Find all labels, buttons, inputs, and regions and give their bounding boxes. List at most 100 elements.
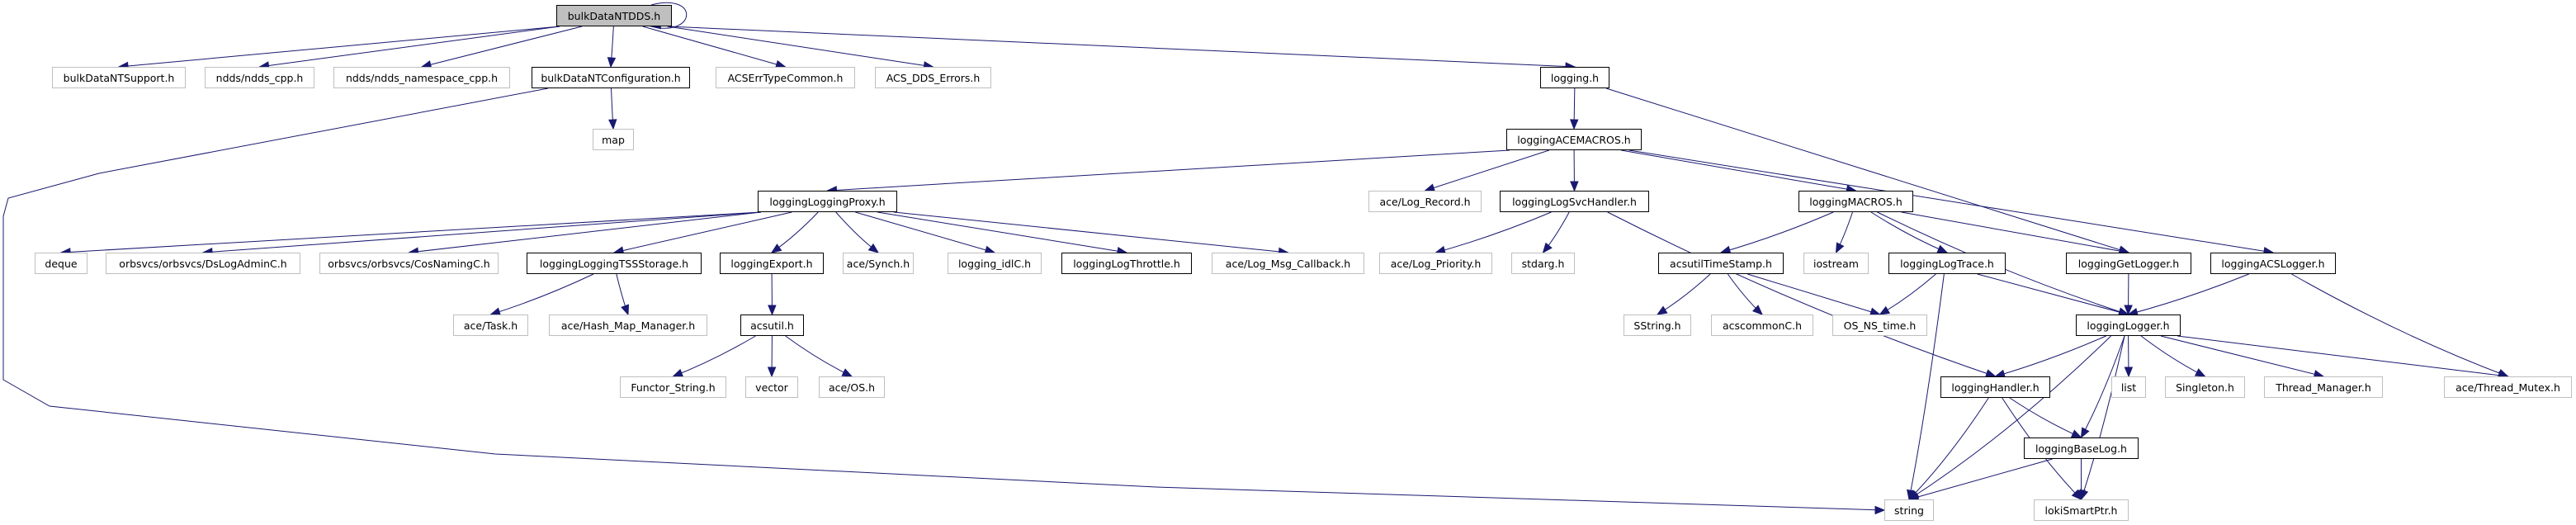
edge-timestamp-to-osnstime	[1747, 273, 1881, 316]
node-label: loggingLogThrottle.h	[1073, 257, 1180, 270]
edge-line	[1720, 211, 1834, 253]
edge-acsutil-to-vector	[767, 335, 777, 378]
node-label: Singleton.h	[2176, 381, 2234, 394]
node-bdntconf[interactable]: bulkDataNTConfiguration.h	[532, 67, 690, 88]
node-label: ACS_DDS_Errors.h	[886, 71, 981, 84]
node-osnstime: OS_NS_time.h	[1832, 315, 1927, 336]
edge-line	[118, 26, 560, 68]
node-acsutil[interactable]: acsutil.h	[740, 315, 804, 336]
edge-acsLogger-to-threadmutex	[2291, 273, 2509, 377]
edge-svcHandler-to-priority	[1435, 211, 1552, 254]
edge-line	[1607, 211, 1996, 377]
edge-root-to-nddscpp	[258, 26, 560, 70]
node-threadmutex: ace/Thread_Mutex.h	[2444, 376, 2572, 398]
edge-svcHandler-to-handler	[1607, 211, 1997, 378]
node-acsLogger[interactable]: loggingACSLogger.h	[2210, 253, 2336, 274]
node-tss[interactable]: loggingLoggingTSSStorage.h	[527, 253, 702, 274]
node-label: ace/OS.h	[828, 381, 876, 394]
node-label: ace/Synch.h	[846, 257, 910, 270]
node-export[interactable]: loggingExport.h	[720, 253, 824, 274]
node-label: logging_idlC.h	[957, 257, 1032, 270]
node-proxy[interactable]: loggingLoggingProxy.h	[758, 191, 897, 212]
edge-line	[1908, 335, 2111, 500]
node-macros[interactable]: loggingMACROS.h	[1798, 191, 1913, 212]
edge-aceMacros-to-svcHandler	[1570, 149, 1579, 192]
edge-aceMacros-to-acsLogger	[1628, 149, 2275, 256]
edge-line	[1620, 149, 1856, 192]
edge-root-to-acserr	[642, 26, 787, 69]
node-label: orbsvcs/orbsvcs/CosNamingC.h	[328, 257, 490, 270]
edge-line	[1977, 273, 2129, 315]
node-throttle[interactable]: loggingLogThrottle.h	[1061, 253, 1192, 274]
arrow-head-icon	[1835, 242, 1845, 254]
edges-layer	[2, 2, 2509, 515]
edge-line	[490, 273, 594, 315]
node-label: loggingBaseLog.h	[2035, 442, 2127, 455]
edge-line	[1879, 273, 1936, 315]
node-trace[interactable]: loggingLogTrace.h	[1888, 253, 2006, 274]
edge-line	[2291, 273, 2508, 377]
node-functor: Functor_String.h	[620, 376, 726, 398]
node-label: Thread_Manager.h	[2276, 381, 2371, 394]
edge-line	[2160, 335, 2324, 377]
node-label: ace/Log_Record.h	[1379, 195, 1471, 208]
node-label: ace/Thread_Mutex.h	[2455, 381, 2560, 394]
arrow-head-icon	[607, 57, 617, 69]
node-hashmap: ace/Hash_Map_Manager.h	[549, 315, 707, 336]
node-label: deque	[45, 257, 78, 270]
node-svcHandler[interactable]: loggingLogSvcHandler.h	[1500, 191, 1649, 212]
node-label: acsutil.h	[750, 319, 794, 332]
node-label: string	[1894, 504, 1924, 517]
edge-trace-to-osnstime	[1879, 273, 1936, 315]
edge-line	[613, 211, 792, 253]
node-logging[interactable]: logging.h	[1540, 67, 1609, 88]
edge-svcHandler-to-stdarg	[1542, 211, 1570, 254]
edge-proxy-to-synch	[835, 211, 880, 253]
edge-acsutil-to-aceos	[785, 335, 853, 377]
arrow-head-icon	[608, 119, 617, 130]
node-dslog: orbsvcs/orbsvcs/DsLogAdminC.h	[106, 253, 300, 274]
node-label: loggingACSLogger.h	[2221, 257, 2325, 270]
edge-line	[1908, 397, 1989, 500]
node-aceMacros[interactable]: loggingACEMACROS.h	[1506, 129, 1642, 150]
node-logRecord: ace/Log_Record.h	[1368, 191, 1482, 212]
node-label: ndds/ndds_namespace_cpp.h	[345, 71, 499, 84]
node-acserr: ACSErrTypeCommon.h	[716, 67, 855, 88]
node-handler[interactable]: loggingHandler.h	[1940, 376, 2050, 398]
edge-proxy-to-msgcb	[893, 211, 1289, 257]
node-timestamp[interactable]: acsutilTimeStamp.h	[1658, 253, 1784, 274]
node-list: list	[2111, 376, 2146, 398]
node-singleton: Singleton.h	[2165, 376, 2245, 398]
edge-line	[2128, 273, 2249, 315]
node-deque: deque	[35, 253, 87, 274]
edge-macros-to-iostream	[1835, 211, 1853, 254]
arrow-head-icon	[672, 368, 684, 377]
node-baselog[interactable]: loggingBaseLog.h	[2024, 438, 2139, 459]
edge-tss-to-task	[489, 273, 594, 316]
edge-line	[2140, 335, 2205, 377]
node-acsdds: ACS_DDS_Errors.h	[875, 67, 991, 88]
node-getLogger[interactable]: loggingGetLogger.h	[2066, 253, 2191, 274]
edge-logger-to-list	[2124, 335, 2134, 378]
edge-root-to-logging	[668, 26, 1576, 71]
edge-line	[855, 211, 995, 253]
arrow-head-icon	[768, 305, 777, 316]
node-label: acscommonC.h	[1722, 319, 1803, 332]
edge-line	[409, 211, 762, 253]
edge-trace-to-logger	[1977, 273, 2129, 317]
node-label: bulkDataNTSupport.h	[63, 71, 175, 84]
node-cosnaming: orbsvcs/orbsvcs/CosNamingC.h	[319, 253, 499, 274]
node-label: logging.h	[1550, 71, 1600, 84]
arrow-head-icon	[1542, 242, 1553, 254]
edge-line	[202, 211, 762, 253]
arrow-head-icon	[2077, 490, 2086, 501]
edge-trace-to-string	[1907, 273, 1945, 501]
node-label: acsutilTimeStamp.h	[1670, 257, 1772, 270]
node-root[interactable]: bulkDataNTDDS.h	[556, 5, 672, 26]
node-logger[interactable]: loggingLogger.h	[2076, 315, 2181, 336]
node-label: ndds/ndds_cpp.h	[215, 71, 304, 84]
node-label: loggingLoggingProxy.h	[769, 195, 886, 208]
node-vector: vector	[745, 376, 798, 398]
edge-line	[2, 88, 1884, 511]
edge-line	[642, 26, 786, 68]
